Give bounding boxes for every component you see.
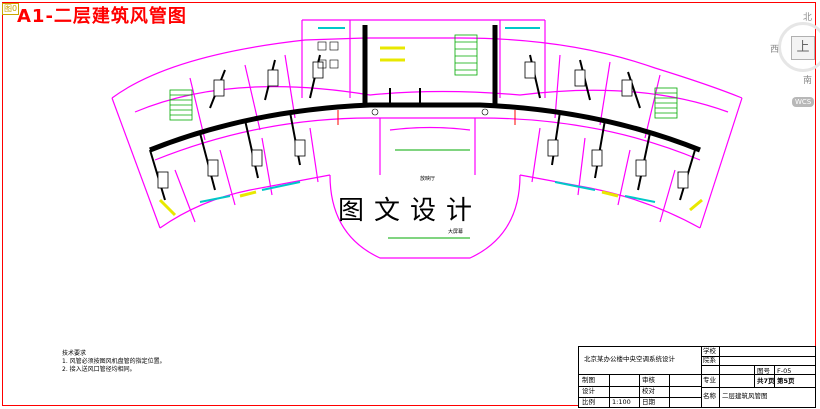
stairs bbox=[169, 34, 678, 121]
viewcube-ring[interactable] bbox=[778, 22, 820, 72]
tb-name-label: 名称 bbox=[703, 392, 716, 400]
tb-date-label: 日期 bbox=[642, 398, 655, 406]
air-diffusers bbox=[317, 41, 489, 116]
fan-coil-units bbox=[157, 61, 689, 189]
tb-sheet-current: 第5页 bbox=[777, 377, 795, 385]
notes-line-2: 2. 接入送风口管径均相同。 bbox=[62, 366, 136, 373]
tb-sheets-total: 共7页 bbox=[757, 377, 775, 385]
tb-drawn-label: 制图 bbox=[582, 376, 595, 384]
tb-scale-label: 比例 bbox=[582, 398, 595, 406]
yellow-markers bbox=[158, 46, 703, 217]
window-lines bbox=[199, 27, 656, 203]
tb-project: 北京某办公楼中央空调系统设计 bbox=[584, 355, 675, 363]
tb-scale-value: 1:100 bbox=[612, 398, 631, 406]
tb-review-label: 审核 bbox=[642, 376, 655, 384]
watermark: 图文设计 bbox=[338, 196, 483, 226]
tb-drawing-no-label: 图号 bbox=[757, 367, 770, 375]
tb-design-label: 设计 bbox=[582, 387, 595, 395]
notes-line-1: 1. 风管必须按图风机盘管的指定位置。 bbox=[62, 358, 166, 365]
technical-notes: 技术要求 1. 风管必须按图风机盘管的指定位置。 2. 接入送风口管径均相同。 bbox=[62, 350, 166, 374]
main-duct bbox=[149, 25, 701, 153]
wcs-menu-button[interactable]: WCS bbox=[792, 97, 815, 107]
layer-tag[interactable]: 图0 bbox=[2, 3, 20, 15]
auditorium-details bbox=[388, 149, 470, 239]
tb-drawing-no-value: F-05 bbox=[777, 367, 792, 375]
notes-heading: 技术要求 bbox=[62, 350, 87, 357]
plan-label-b: 大屏幕 bbox=[448, 228, 463, 235]
compass-south[interactable]: 南 bbox=[803, 76, 813, 86]
compass-north[interactable]: 北 bbox=[803, 13, 813, 23]
tb-school-label: 学校 bbox=[703, 347, 716, 355]
compass-west[interactable]: 西 bbox=[770, 45, 780, 55]
plan-label-a: 放映厅 bbox=[420, 175, 435, 182]
red-marks bbox=[337, 110, 516, 125]
viewcube-top-face[interactable]: 上 bbox=[791, 36, 815, 60]
drawing-title: A1-二层建筑风管图 bbox=[17, 6, 187, 27]
tb-dept-label: 院系 bbox=[703, 356, 716, 364]
tb-name-value: 二层建筑风管图 bbox=[722, 392, 768, 400]
title-block: 北京某办公楼中央空调系统设计 学校 院系 专业 制图 设计 比例 1:100 审… bbox=[578, 346, 816, 408]
tb-check-label: 校对 bbox=[642, 387, 655, 395]
tb-major-label: 专业 bbox=[703, 376, 716, 384]
